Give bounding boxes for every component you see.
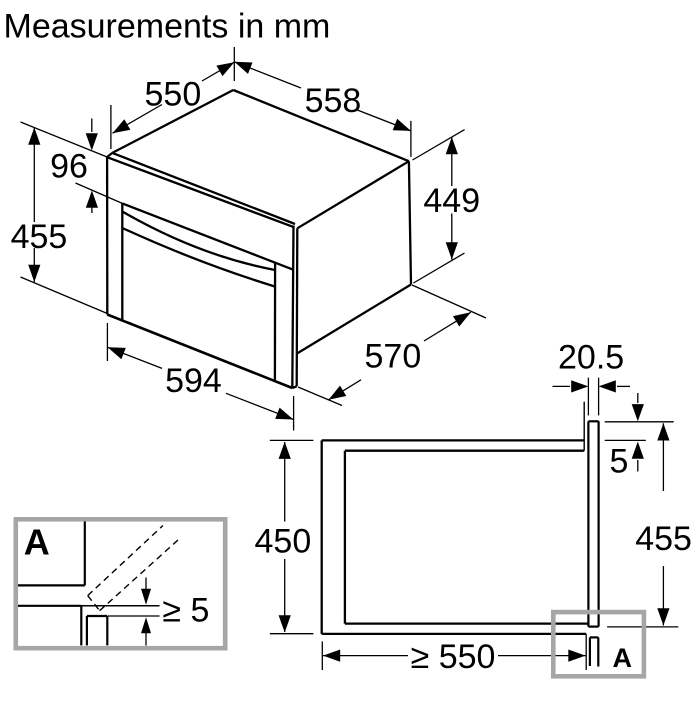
svg-text:96: 96 bbox=[50, 148, 88, 186]
svg-text:558: 558 bbox=[305, 82, 362, 120]
svg-text:449: 449 bbox=[423, 182, 480, 220]
svg-text:20.5: 20.5 bbox=[558, 338, 624, 376]
svg-text:≥ 550: ≥ 550 bbox=[411, 638, 496, 676]
svg-text:Measurements in mm: Measurements in mm bbox=[4, 8, 331, 46]
svg-text:450: 450 bbox=[255, 522, 312, 560]
svg-text:570: 570 bbox=[365, 338, 422, 376]
svg-text:550: 550 bbox=[145, 76, 202, 114]
svg-text:A: A bbox=[613, 643, 633, 673]
svg-text:455: 455 bbox=[11, 218, 68, 256]
svg-text:455: 455 bbox=[635, 520, 692, 558]
svg-text:A: A bbox=[24, 521, 50, 562]
svg-text:594: 594 bbox=[165, 362, 222, 400]
svg-text:5: 5 bbox=[610, 443, 629, 481]
svg-text:≥ 5: ≥ 5 bbox=[162, 591, 209, 629]
